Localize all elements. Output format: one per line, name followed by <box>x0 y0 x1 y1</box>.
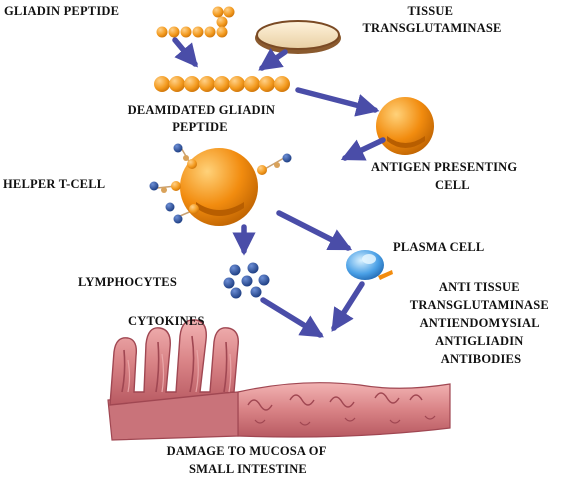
arrows <box>172 37 386 338</box>
arrow-helper-t-to-plasma <box>276 210 353 251</box>
label-helper-t-cell: HELPER T-CELL <box>3 177 105 191</box>
label-antibodies: ANTI TISSUE TRANSGLUTAMINASE ANTIENDOMYS… <box>410 280 552 366</box>
plasma-cell-icon <box>346 250 393 280</box>
label-plasma-cell: PLASMA CELL <box>393 240 484 254</box>
label-antibodies-line4: ANTIGLIADIN <box>435 334 523 348</box>
label-antigen-presenting-cell: ANTIGEN PRESENTING CELL <box>371 160 521 192</box>
label-lymphocytes: LYMPHOCYTES <box>78 275 177 289</box>
label-antibodies-line2: TRANSGLUTAMINASE <box>410 298 549 312</box>
label-damage-line2: SMALL INTESTINE <box>189 462 307 476</box>
label-damage-to-mucosa: DAMAGE TO MUCOSA OF SMALL INTESTINE <box>167 444 330 476</box>
lymphocytes-icon <box>223 262 270 299</box>
arrow-lymphocytes-to-mucosa <box>260 297 324 338</box>
label-apc-line2: CELL <box>435 178 470 192</box>
label-apc-line1: ANTIGEN PRESENTING <box>371 160 517 174</box>
label-damage-line1: DAMAGE TO MUCOSA OF <box>167 444 327 458</box>
arrow-gliadin-to-deamidated <box>172 37 198 68</box>
label-gliadin-peptide: GLIADIN PEPTIDE <box>4 4 119 18</box>
label-deamidated-line1: DEAMIDATED GLIADIN <box>128 103 275 117</box>
label-antibodies-line3: ANTIENDOMYSIAL <box>420 316 540 330</box>
deamidated-gliadin-peptide-icon <box>154 76 290 92</box>
label-deamidated-gliadin-peptide: DEAMIDATED GLIADIN PEPTIDE <box>128 103 279 134</box>
label-deamidated-line2: PEPTIDE <box>172 120 228 134</box>
label-antibodies-line1: ANTI TISSUE <box>439 280 520 294</box>
label-antibodies-line5: ANTIBODIES <box>441 352 522 366</box>
tissue-transglutaminase-icon <box>255 20 341 54</box>
label-tissue-line2: TRANSGLUTAMINASE <box>362 21 501 35</box>
gliadin-peptide-icon <box>156 6 235 38</box>
label-tissue-line1: TISSUE <box>408 4 454 18</box>
label-tissue-transglutaminase: TISSUE TRANSGLUTAMINASE <box>362 4 501 35</box>
intestinal-mucosa-icon <box>107 319 451 441</box>
antigen-presenting-cell-icon <box>376 97 434 155</box>
label-cytokines: CYTOKINES <box>128 314 205 328</box>
arrow-apc-to-helper-t <box>340 137 386 161</box>
arrow-enzyme-to-deamidated <box>258 47 288 71</box>
arrow-deamidated-to-apc <box>295 87 380 117</box>
arrow-plasma-to-mucosa <box>331 281 365 332</box>
helper-t-cell-icon <box>149 143 292 226</box>
